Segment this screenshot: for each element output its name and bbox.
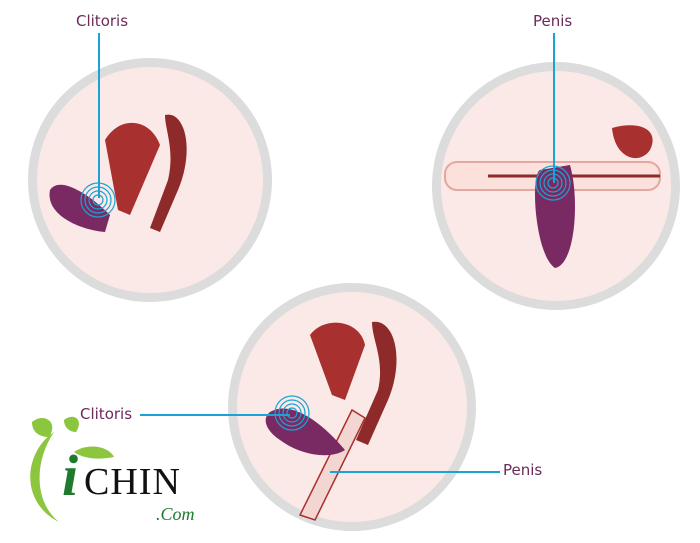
leaf-swoosh-icon (30, 416, 114, 522)
label-penis-bottom: Penis (503, 461, 543, 479)
device-ring-icon (49, 184, 110, 232)
device-ring-icon (535, 165, 575, 268)
label-clitoris-bottom: Clitoris (80, 405, 133, 423)
brand-logo: i CHIN .Com (14, 412, 214, 532)
label-penis-top: Penis (533, 12, 573, 30)
label-clitoris-top: Clitoris (76, 12, 129, 30)
logo-main-text: CHIN (84, 461, 181, 503)
panel-bottom-center (228, 283, 476, 531)
leader-line-bottom-left (140, 414, 290, 416)
leader-line-bottom-right (330, 471, 500, 473)
logo-i: i (62, 443, 79, 508)
panel-top-left (28, 58, 272, 302)
logo-suffix: .Com (156, 504, 195, 524)
device-ring-icon (265, 408, 345, 456)
leader-line-top-left (98, 33, 100, 198)
leader-line-top-right (553, 33, 555, 183)
vibration-rings-icon (274, 395, 310, 431)
